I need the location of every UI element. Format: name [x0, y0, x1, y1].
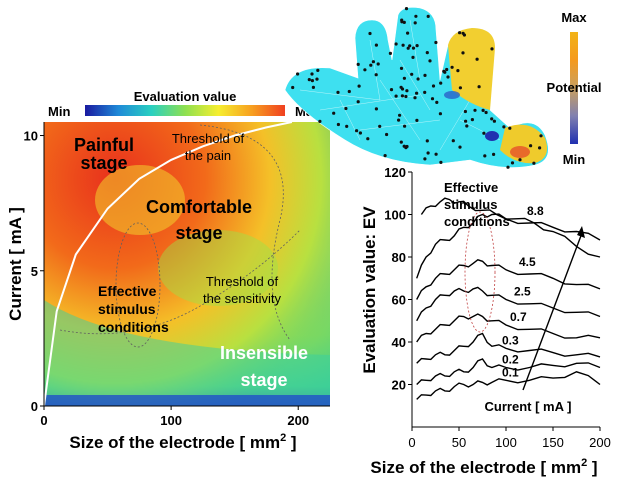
line-effective-line3: conditions [444, 214, 510, 229]
heatmap-y-tick-label: 5 [31, 264, 38, 279]
current-arrow [522, 226, 585, 391]
heatmap-x-axis-label: Size of the electrode [ mm2 ] [69, 432, 296, 452]
potential-colorbar: Max Potential Min [547, 10, 602, 167]
line-x-tick-label: 200 [589, 435, 611, 450]
line-y-axis-label: Evaluation value: EV [360, 206, 379, 374]
heatmap-y-tick-label: 0 [31, 399, 38, 414]
series-line [416, 286, 601, 322]
region-label-line1: Painful [74, 135, 134, 155]
potential-title: Potential [547, 80, 602, 95]
hand-mesh [299, 19, 501, 151]
region-label-line2: stage [175, 223, 222, 243]
line-y-tick-label: 120 [384, 165, 406, 180]
pain-threshold-curve [43, 121, 293, 407]
region-label-line1: Insensible [220, 343, 308, 363]
region-label-line2: stage [80, 153, 127, 173]
hand-finger-hotspot [448, 28, 495, 110]
line-x-tick-label: 0 [408, 435, 415, 450]
effective-conditions-annotation: Effective stimulus conditions [98, 283, 169, 335]
colorbar-title: Evaluation value [134, 89, 237, 104]
potential-min-label: Min [563, 152, 585, 167]
hand-electrode-lowspot [485, 131, 499, 141]
line-y-tick-label: 80 [392, 250, 406, 265]
series-line [416, 213, 601, 279]
region-labels: PainfulstageComfortablestageInsensiblest… [74, 135, 308, 390]
heatmap-chart: PainfulstageComfortablestageInsensiblest… [6, 121, 330, 452]
heatmap-y-axis-label: Current [ mA ] [6, 207, 25, 321]
series-label: 0.2 [502, 353, 519, 367]
series-label: 0.1 [502, 365, 519, 379]
pain-threshold-line2: the pain [185, 148, 231, 163]
line-y-tick-label: 40 [392, 335, 406, 350]
potential-max-label: Max [561, 10, 587, 25]
series-label: 0.3 [502, 333, 519, 347]
hand-electrode-hotspot [510, 146, 530, 158]
heatmap-x-tick-label: 200 [287, 413, 309, 428]
current-arrow-label: Current [ mA ] [485, 399, 572, 414]
line-chart-series [416, 197, 601, 400]
series-line [416, 358, 601, 386]
series-line [416, 313, 601, 343]
series-line [416, 259, 601, 300]
sensitivity-threshold-dotted-line [59, 229, 301, 335]
heatmap-x-tick-label: 100 [160, 413, 182, 428]
series-label: 2.5 [514, 285, 531, 299]
sensitivity-threshold-line2: the sensitivity [203, 291, 282, 306]
colorbar-min-label: Min [48, 104, 70, 119]
pain-threshold-annotation: Threshold of the pain [172, 131, 245, 163]
region-label-line1: Comfortable [146, 197, 252, 217]
hand-electrode-points [291, 7, 543, 169]
series-label: 4.5 [519, 255, 536, 269]
evaluation-colorbar: Evaluation value Min Max [48, 89, 321, 119]
line-series-labels: 0.10.2 0.3 0.7 2.5 4.5 8.8 [502, 204, 544, 380]
series-line [420, 197, 601, 258]
line-x-tick-label: 50 [452, 435, 466, 450]
heatmap-y-tick-label: 10 [24, 129, 38, 144]
line-x-tick-label: 100 [495, 435, 517, 450]
series-line [416, 371, 601, 400]
sensitivity-threshold-annotation: Threshold of the sensitivity [203, 274, 282, 306]
sensitivity-threshold-line1: Threshold of [206, 274, 279, 289]
line-chart-ticks: 0 50 100 150 200 20 40 60 80 100 120 [384, 165, 611, 450]
line-y-tick-label: 100 [384, 208, 406, 223]
line-effective-line2: stimulus [444, 197, 497, 212]
line-effective-annotation: Effective stimulus conditions [444, 180, 510, 229]
line-x-axis-label: Size of the electrode [ mm2 ] [370, 457, 597, 477]
line-chart: Effective stimulus conditions 0.10.20.30… [360, 165, 611, 477]
line-y-tick-label: 60 [392, 293, 406, 308]
line-y-tick-label: 20 [392, 378, 406, 393]
pain-threshold-line1: Threshold of [172, 131, 245, 146]
effective-line1: Effective [98, 283, 157, 299]
series-label: 0.7 [510, 310, 527, 324]
line-x-tick-label: 150 [542, 435, 564, 450]
colorbar-gradient [85, 105, 285, 116]
potential-gradient [570, 32, 578, 144]
series-label: 8.8 [527, 204, 544, 218]
heatmap-x-tick-label: 0 [40, 413, 47, 428]
line-effective-region-outline [464, 211, 496, 333]
effective-line3: conditions [98, 319, 169, 335]
line-effective-line1: Effective [444, 180, 498, 195]
hand-model-image [284, 7, 549, 169]
series-line [416, 332, 601, 364]
effective-line2: stimulus [98, 301, 156, 317]
heatmap-area [44, 122, 330, 406]
region-label-line2: stage [240, 370, 287, 390]
heatmap-ticks: 0 100 200 0 5 10 [24, 129, 310, 428]
effective-region-outline [115, 222, 161, 348]
